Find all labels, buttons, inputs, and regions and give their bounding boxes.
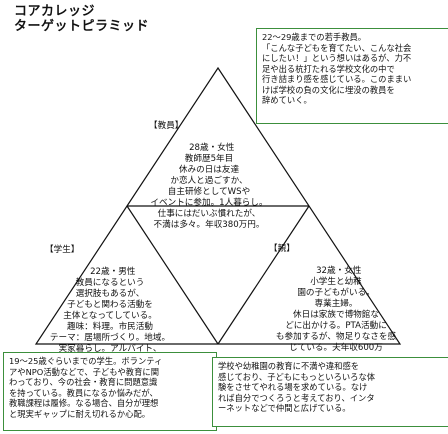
young-teacher-note: 22〜29歳までの若手教員。 「こんな子どもを育てたい、こんな社会 にしたい！」… <box>256 28 448 124</box>
diagram-title: コアカレッジ ターゲットピラミッド <box>14 4 150 34</box>
segment-parent-body: 32歳・女性 小学生と幼稚 園の子どもがいる。 専業主婦。 休日は家族で博物館な… <box>275 266 397 353</box>
segment-parent: 【親】 32歳・女性 小学生と幼稚 園の子どもがいる。 専業主婦。 休日は家族で… <box>269 222 403 354</box>
segment-teacher-body: 28歳・女性 教師歴5年目 休みの日は友達 か恋人と過ごすか、 自主研修としてW… <box>150 143 268 230</box>
segment-teacher-header: 【教員】 <box>149 121 184 131</box>
parent-note: 学校や幼稚園の教育に不満や違和感を 感じており、子どもにもっといろいろな体 験を… <box>212 357 448 427</box>
segment-student-body: 22歳・男性 教員になるという 選択肢もあるが、 子どもと関わる活動を 主体とな… <box>49 267 171 365</box>
pyramid-divider-left <box>126 205 219 345</box>
segment-parent-header: 【親】 <box>269 244 295 254</box>
segment-teacher: 【教員】 28歳・女性 教師歴5年目 休みの日は友達 か恋人と過ごすか、 自主研… <box>149 99 269 231</box>
student-note: 19〜25歳ぐらいまでの学生。ボランティ アやNPO活動などで、子どもや教育に関… <box>3 352 217 431</box>
segment-student-header: 【学生】 <box>45 245 80 255</box>
segment-student: 【学生】 22歳・男性 教員になるという 選択肢もあるが、 子どもと関わる活動を… <box>45 223 175 366</box>
pyramid-divider-right <box>217 205 310 345</box>
